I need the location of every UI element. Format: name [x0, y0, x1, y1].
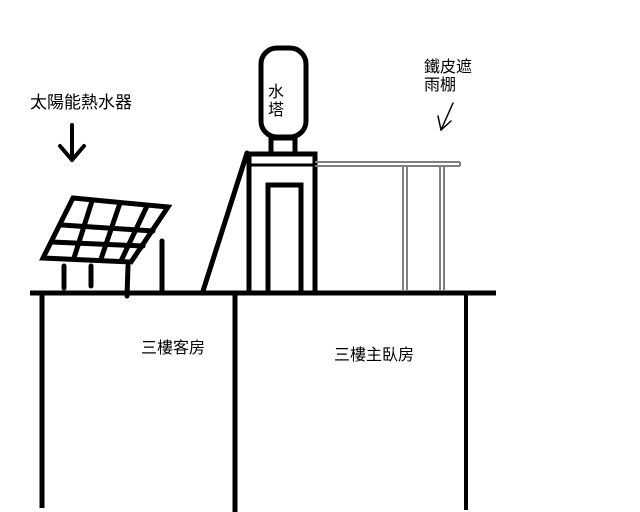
diagonal-support: [200, 150, 250, 294]
water-tank: [258, 45, 309, 140]
label-awning-1: 鐵皮遮: [424, 57, 472, 76]
label-water-tower-2: 塔: [268, 100, 284, 119]
solar-panel-legs: [61, 238, 165, 299]
tower-door: [265, 182, 304, 296]
label-water-tower-1: 水: [268, 82, 284, 101]
solar-panel: [39, 195, 173, 265]
label-solar-heater: 太陽能熱水器: [30, 93, 132, 113]
tower-base-structure: [246, 151, 318, 296]
label-master-bedroom: 三樓主臥房: [334, 345, 414, 364]
label-guest-room: 三樓客房: [141, 338, 205, 357]
label-awning-2: 雨棚: [424, 75, 456, 94]
arrow-down-icon: [58, 123, 86, 162]
metal-awning: [315, 161, 461, 291]
arrow-awning-icon: [437, 102, 454, 131]
tower-neck: [268, 135, 298, 157]
